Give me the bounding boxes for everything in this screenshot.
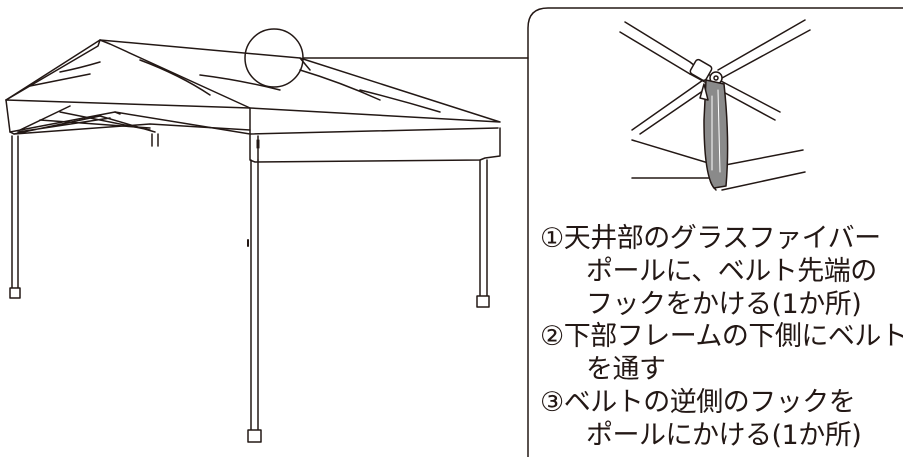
tent-drawing bbox=[5, 28, 529, 443]
instruction-step-1: ①天井部のグラスファイバー ポールに、ベルト先端の フックをかける(1か所) bbox=[540, 222, 881, 321]
detail-frame bbox=[527, 7, 903, 457]
step-2-line-1: ②下部フレームの下側にベルト bbox=[540, 321, 903, 352]
step-1-line-2: ポールに、ベルト先端の bbox=[586, 256, 877, 287]
instruction-step-2: ②下部フレームの下側にベルト を通す bbox=[540, 320, 903, 386]
step-1-line-1: ①天井部のグラスファイバー bbox=[540, 223, 881, 254]
step-3-line-1: ③ベルトの逆側のフックを bbox=[540, 387, 856, 418]
step-3-line-2: ポールにかける(1か所) bbox=[586, 420, 862, 451]
instruction-step-3: ③ベルトの逆側のフックを ポールにかける(1か所) bbox=[540, 386, 862, 452]
belt-hook-detail bbox=[619, 19, 811, 191]
step-2-line-2: を通す bbox=[586, 354, 666, 385]
step-1-line-3: フックをかける(1か所) bbox=[586, 289, 862, 320]
